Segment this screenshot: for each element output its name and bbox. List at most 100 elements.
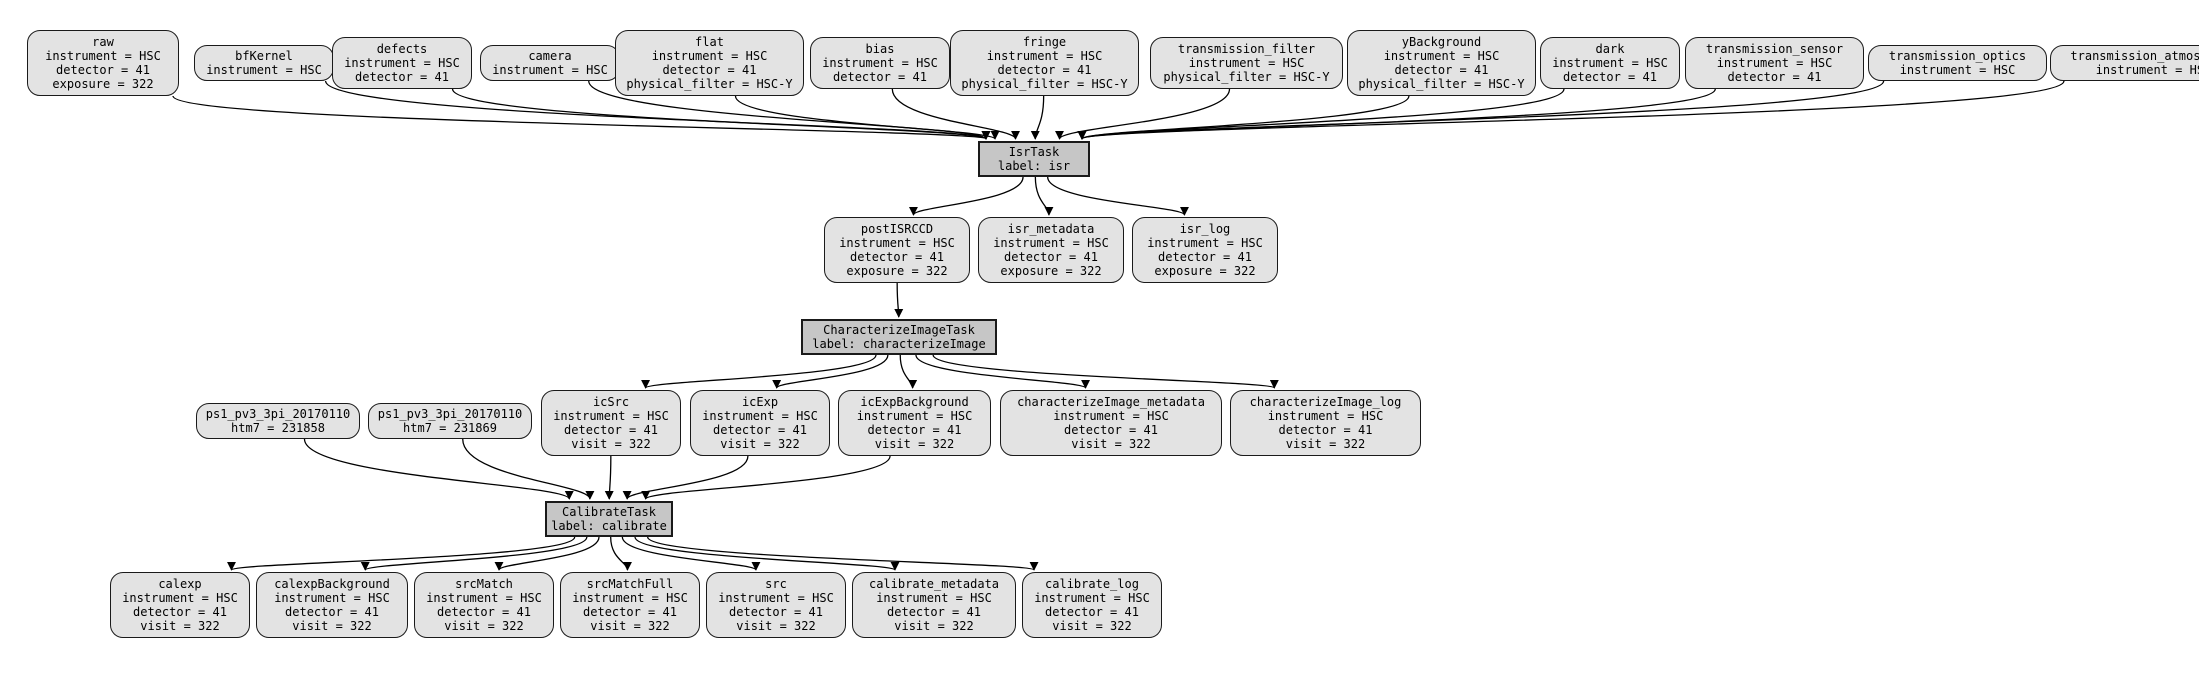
edge-CalibrateTask-to-calibrate_metadata bbox=[634, 536, 900, 571]
node-title: srcMatch bbox=[455, 576, 513, 591]
node-attribute: detector = 41 bbox=[56, 63, 150, 77]
edge-CalibrateTask-to-calexpBackground bbox=[360, 536, 588, 571]
node-title: bias bbox=[865, 41, 895, 56]
edge-CalibrateTask-to-calexp bbox=[227, 536, 576, 571]
node-attribute: instrument = HSC bbox=[206, 63, 322, 77]
edge-CalibrateTask-to-calibrate_log bbox=[646, 536, 1039, 571]
node-title: characterizeImage_metadata bbox=[1017, 394, 1205, 409]
node-attribute: instrument = HSC bbox=[553, 408, 669, 423]
node-attribute: detector = 41 bbox=[285, 605, 379, 619]
node-attribute: detector = 41 bbox=[662, 63, 757, 77]
edge-icExp-to-CalibrateTask bbox=[622, 455, 749, 500]
edge-fringe-to-IsrTask bbox=[1030, 95, 1045, 140]
node-title: calexpBackground bbox=[274, 576, 390, 591]
node-title: yBackground bbox=[1401, 34, 1482, 49]
node-attribute: detector = 41 bbox=[1727, 70, 1822, 85]
node-title: flat bbox=[695, 34, 724, 49]
edge-raw-to-IsrTask bbox=[172, 95, 990, 140]
node-attribute: instrument = HSC bbox=[1716, 55, 1833, 70]
node-title: CharacterizeImageTask bbox=[823, 322, 975, 337]
edge-bias-to-IsrTask bbox=[891, 88, 1020, 140]
dataset-node-transmission_atmosphere[interactable]: transmission_atmosphereinstrument = HSC bbox=[2050, 45, 2199, 81]
node-title: srcMatchFull bbox=[586, 576, 674, 591]
node-attribute: htm7 = 231869 bbox=[403, 421, 497, 435]
node-attribute: detector = 41 bbox=[729, 605, 823, 619]
edge-yBackground-to-IsrTask bbox=[1077, 95, 1410, 140]
node-title: ps1_pv3_3pi_20170110 bbox=[377, 406, 523, 421]
node-title: transmission_sensor bbox=[1705, 41, 1844, 56]
edge-icSrc-to-CalibrateTask bbox=[604, 455, 614, 500]
node-attribute: physical_filter = HSC-Y bbox=[1358, 77, 1525, 92]
edge-postISRCCD-to-CharacterizeImageTask bbox=[894, 282, 904, 318]
edge-flat-to-IsrTask bbox=[734, 95, 1000, 140]
node-title: transmission_atmosphere bbox=[2070, 48, 2199, 63]
node-title: isr_log bbox=[1179, 221, 1231, 236]
node-title: camera bbox=[528, 48, 572, 63]
node-attribute: visit = 322 bbox=[292, 619, 372, 634]
edge-IsrTask-to-postISRCCD bbox=[908, 176, 1024, 216]
node-title: calibrate_log bbox=[1045, 576, 1139, 591]
node-attribute: detector = 41 bbox=[833, 70, 927, 85]
edge-icExpBackground-to-CalibrateTask bbox=[641, 455, 891, 500]
node-attribute: label: calibrate bbox=[551, 519, 667, 533]
node-attribute: detector = 41 bbox=[564, 423, 658, 437]
node-attribute: detector = 41 bbox=[850, 250, 944, 264]
edge-CharacterizeImageTask-to-icExpBackground bbox=[899, 354, 918, 389]
node-attribute: detector = 41 bbox=[1158, 250, 1252, 264]
node-attribute: detector = 41 bbox=[1278, 423, 1373, 437]
node-attribute: instrument = HSC bbox=[1383, 48, 1500, 63]
node-attribute: instrument = HSC bbox=[1899, 63, 2016, 77]
node-attribute: instrument = HSC bbox=[839, 235, 955, 250]
edge-IsrTask-to-isr_metadata bbox=[1034, 176, 1054, 216]
node-attribute: instrument = HSC bbox=[45, 48, 161, 63]
node-attribute: instrument = HSC bbox=[986, 48, 1103, 63]
node-attribute: instrument = HSC bbox=[2095, 63, 2199, 77]
node-title: transmission_optics bbox=[1888, 48, 2027, 63]
edge-ps1_a-to-CalibrateTask bbox=[303, 438, 574, 500]
node-title: IsrTask bbox=[1008, 144, 1060, 159]
node-attribute: instrument = HSC bbox=[1552, 55, 1668, 70]
edge-CharacterizeImageTask-to-icExp bbox=[772, 354, 889, 389]
edge-CharacterizeImageTask-to-icSrc bbox=[641, 354, 877, 389]
node-attribute: visit = 322 bbox=[1071, 437, 1151, 452]
edge-CharacterizeImageTask-to-characterizeImage_metadata bbox=[915, 354, 1090, 389]
node-attribute: exposure = 322 bbox=[1000, 264, 1102, 279]
node-attribute: detector = 41 bbox=[355, 70, 449, 85]
node-attribute: detector = 41 bbox=[1045, 605, 1139, 619]
node-attribute: label: isr bbox=[997, 159, 1071, 173]
node-attribute: visit = 322 bbox=[736, 619, 816, 634]
